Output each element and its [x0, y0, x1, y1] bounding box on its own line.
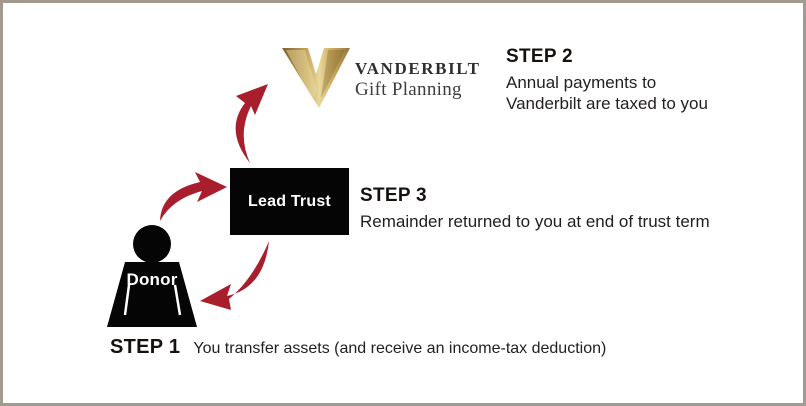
step2-label: STEP 2	[506, 46, 573, 67]
vanderbilt-v-icon	[282, 48, 350, 108]
lead-trust-to-donor-arrow	[200, 241, 269, 310]
lead-trust-label: Lead Trust	[248, 192, 331, 210]
step2-line2: Vanderbilt are taxed to you	[506, 94, 708, 113]
lead-trust-box: Lead Trust	[230, 168, 349, 235]
step1-text: You transfer assets (and receive an inco…	[193, 340, 607, 357]
step3-label: STEP 3	[360, 185, 427, 206]
step2-line1: Annual payments to	[506, 73, 657, 92]
lead-trust-to-vanderbilt-arrow	[235, 84, 268, 163]
donor-to-lead-trust-arrow	[160, 172, 227, 221]
step2-block: STEP 2 Annual payments to Vanderbilt are…	[506, 45, 708, 114]
step3-block: STEP 3 Remainder returned to you at end …	[360, 184, 710, 232]
donor-figure-icon	[107, 225, 197, 327]
donor-label: Donor	[126, 270, 178, 289]
logo-wordmark: VANDERBILT	[355, 59, 481, 78]
vanderbilt-logo: VANDERBILT Gift Planning	[355, 59, 481, 101]
step3-text: Remainder returned to you at end of trus…	[360, 212, 710, 231]
step1-block: STEP 1 You transfer assets (and receive …	[110, 335, 606, 359]
step1-label: STEP 1	[110, 336, 181, 358]
logo-subtitle: Gift Planning	[355, 79, 462, 100]
